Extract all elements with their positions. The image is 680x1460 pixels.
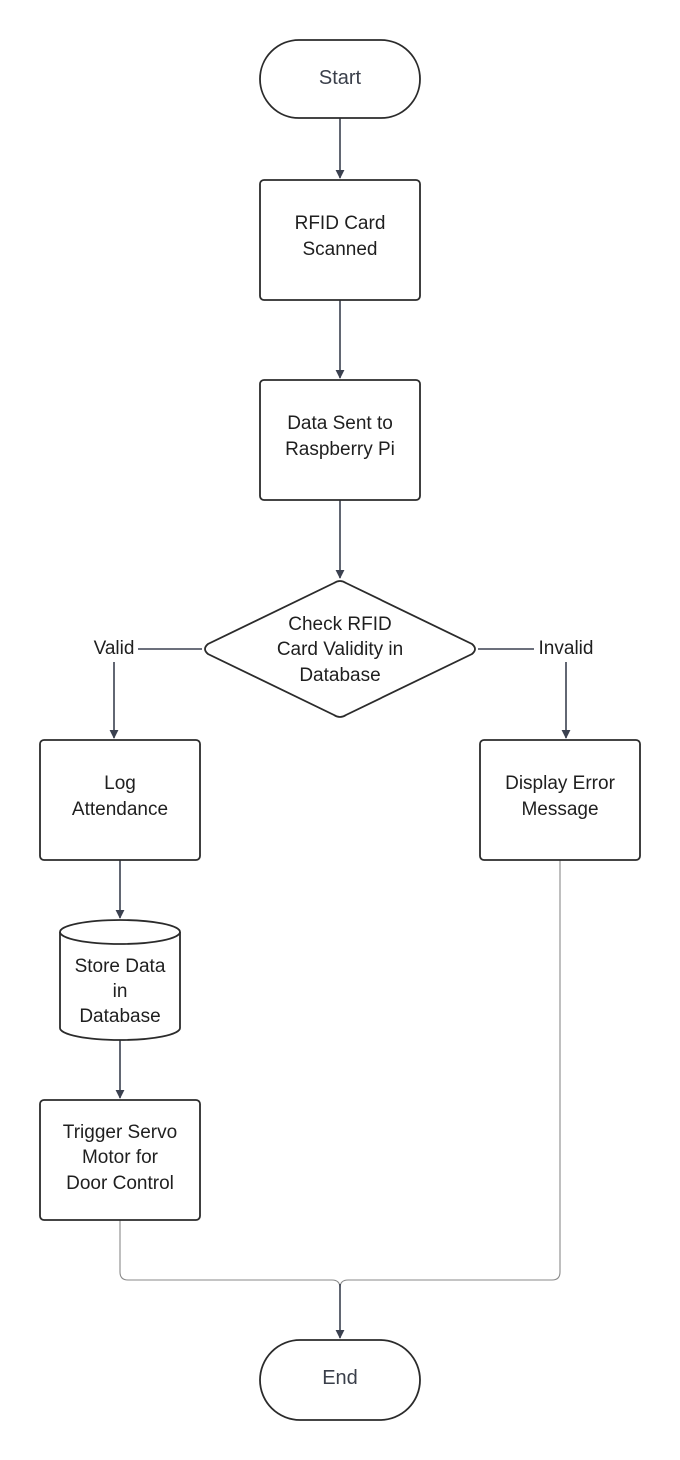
servo-label-line-1: Trigger Servo [63, 1122, 177, 1143]
error-shape [479, 739, 641, 861]
process-log-attendance: Log Attendance [39, 739, 201, 861]
store-shape-body [59, 932, 181, 1041]
start-label: Start [319, 67, 362, 89]
check-label-line-2: Card Validity in [277, 639, 403, 660]
scan-label-line-2: Scanned [302, 239, 377, 260]
servo-label-line-3: Door Control [66, 1173, 174, 1194]
store-shape-top [59, 919, 181, 945]
error-label-line-2: Message [521, 799, 598, 820]
end-shape [259, 1339, 421, 1421]
servo-label-line-2: Motor for [82, 1147, 159, 1168]
process-rfid-card-scanned: RFID Card Scanned [259, 179, 421, 301]
check-shape [204, 580, 476, 718]
servo-shape [39, 1099, 201, 1221]
store-label-line-3: Database [79, 1006, 160, 1027]
scan-shape [259, 179, 421, 301]
connector-servo-to-merge [119, 1220, 332, 1281]
store-label-line-2: in [113, 981, 128, 1002]
log-label-line-1: Log [104, 773, 136, 794]
end-terminal: End [259, 1339, 421, 1421]
sent-shape [259, 379, 421, 501]
process-display-error: Display Error Message [479, 739, 641, 861]
end-label: End [322, 1367, 358, 1389]
log-shape [39, 739, 201, 861]
database-store-data: Store Data in Database [59, 919, 181, 1041]
check-label-line-3: Database [299, 665, 380, 686]
check-label-line-1: Check RFID [288, 614, 391, 635]
sent-label-line-1: Data Sent to [287, 413, 393, 434]
edge-label-invalid: Invalid [539, 638, 594, 659]
scan-label-line-1: RFID Card [295, 213, 386, 234]
process-data-sent: Data Sent to Raspberry Pi [259, 379, 421, 501]
edge-label-valid: Valid [94, 638, 135, 659]
connector-error-to-merge [348, 860, 561, 1281]
start-shape [259, 39, 421, 119]
start-terminal: Start [259, 39, 421, 119]
process-trigger-servo: Trigger Servo Motor for Door Control [39, 1099, 201, 1221]
store-label-line-1: Store Data [75, 956, 166, 977]
sent-label-line-2: Raspberry Pi [285, 439, 395, 460]
error-label-line-1: Display Error [505, 773, 615, 794]
log-label-line-2: Attendance [72, 799, 168, 820]
connectors [109, 118, 571, 1339]
decision-check-validity: Check RFID Card Validity in Database [204, 580, 476, 718]
